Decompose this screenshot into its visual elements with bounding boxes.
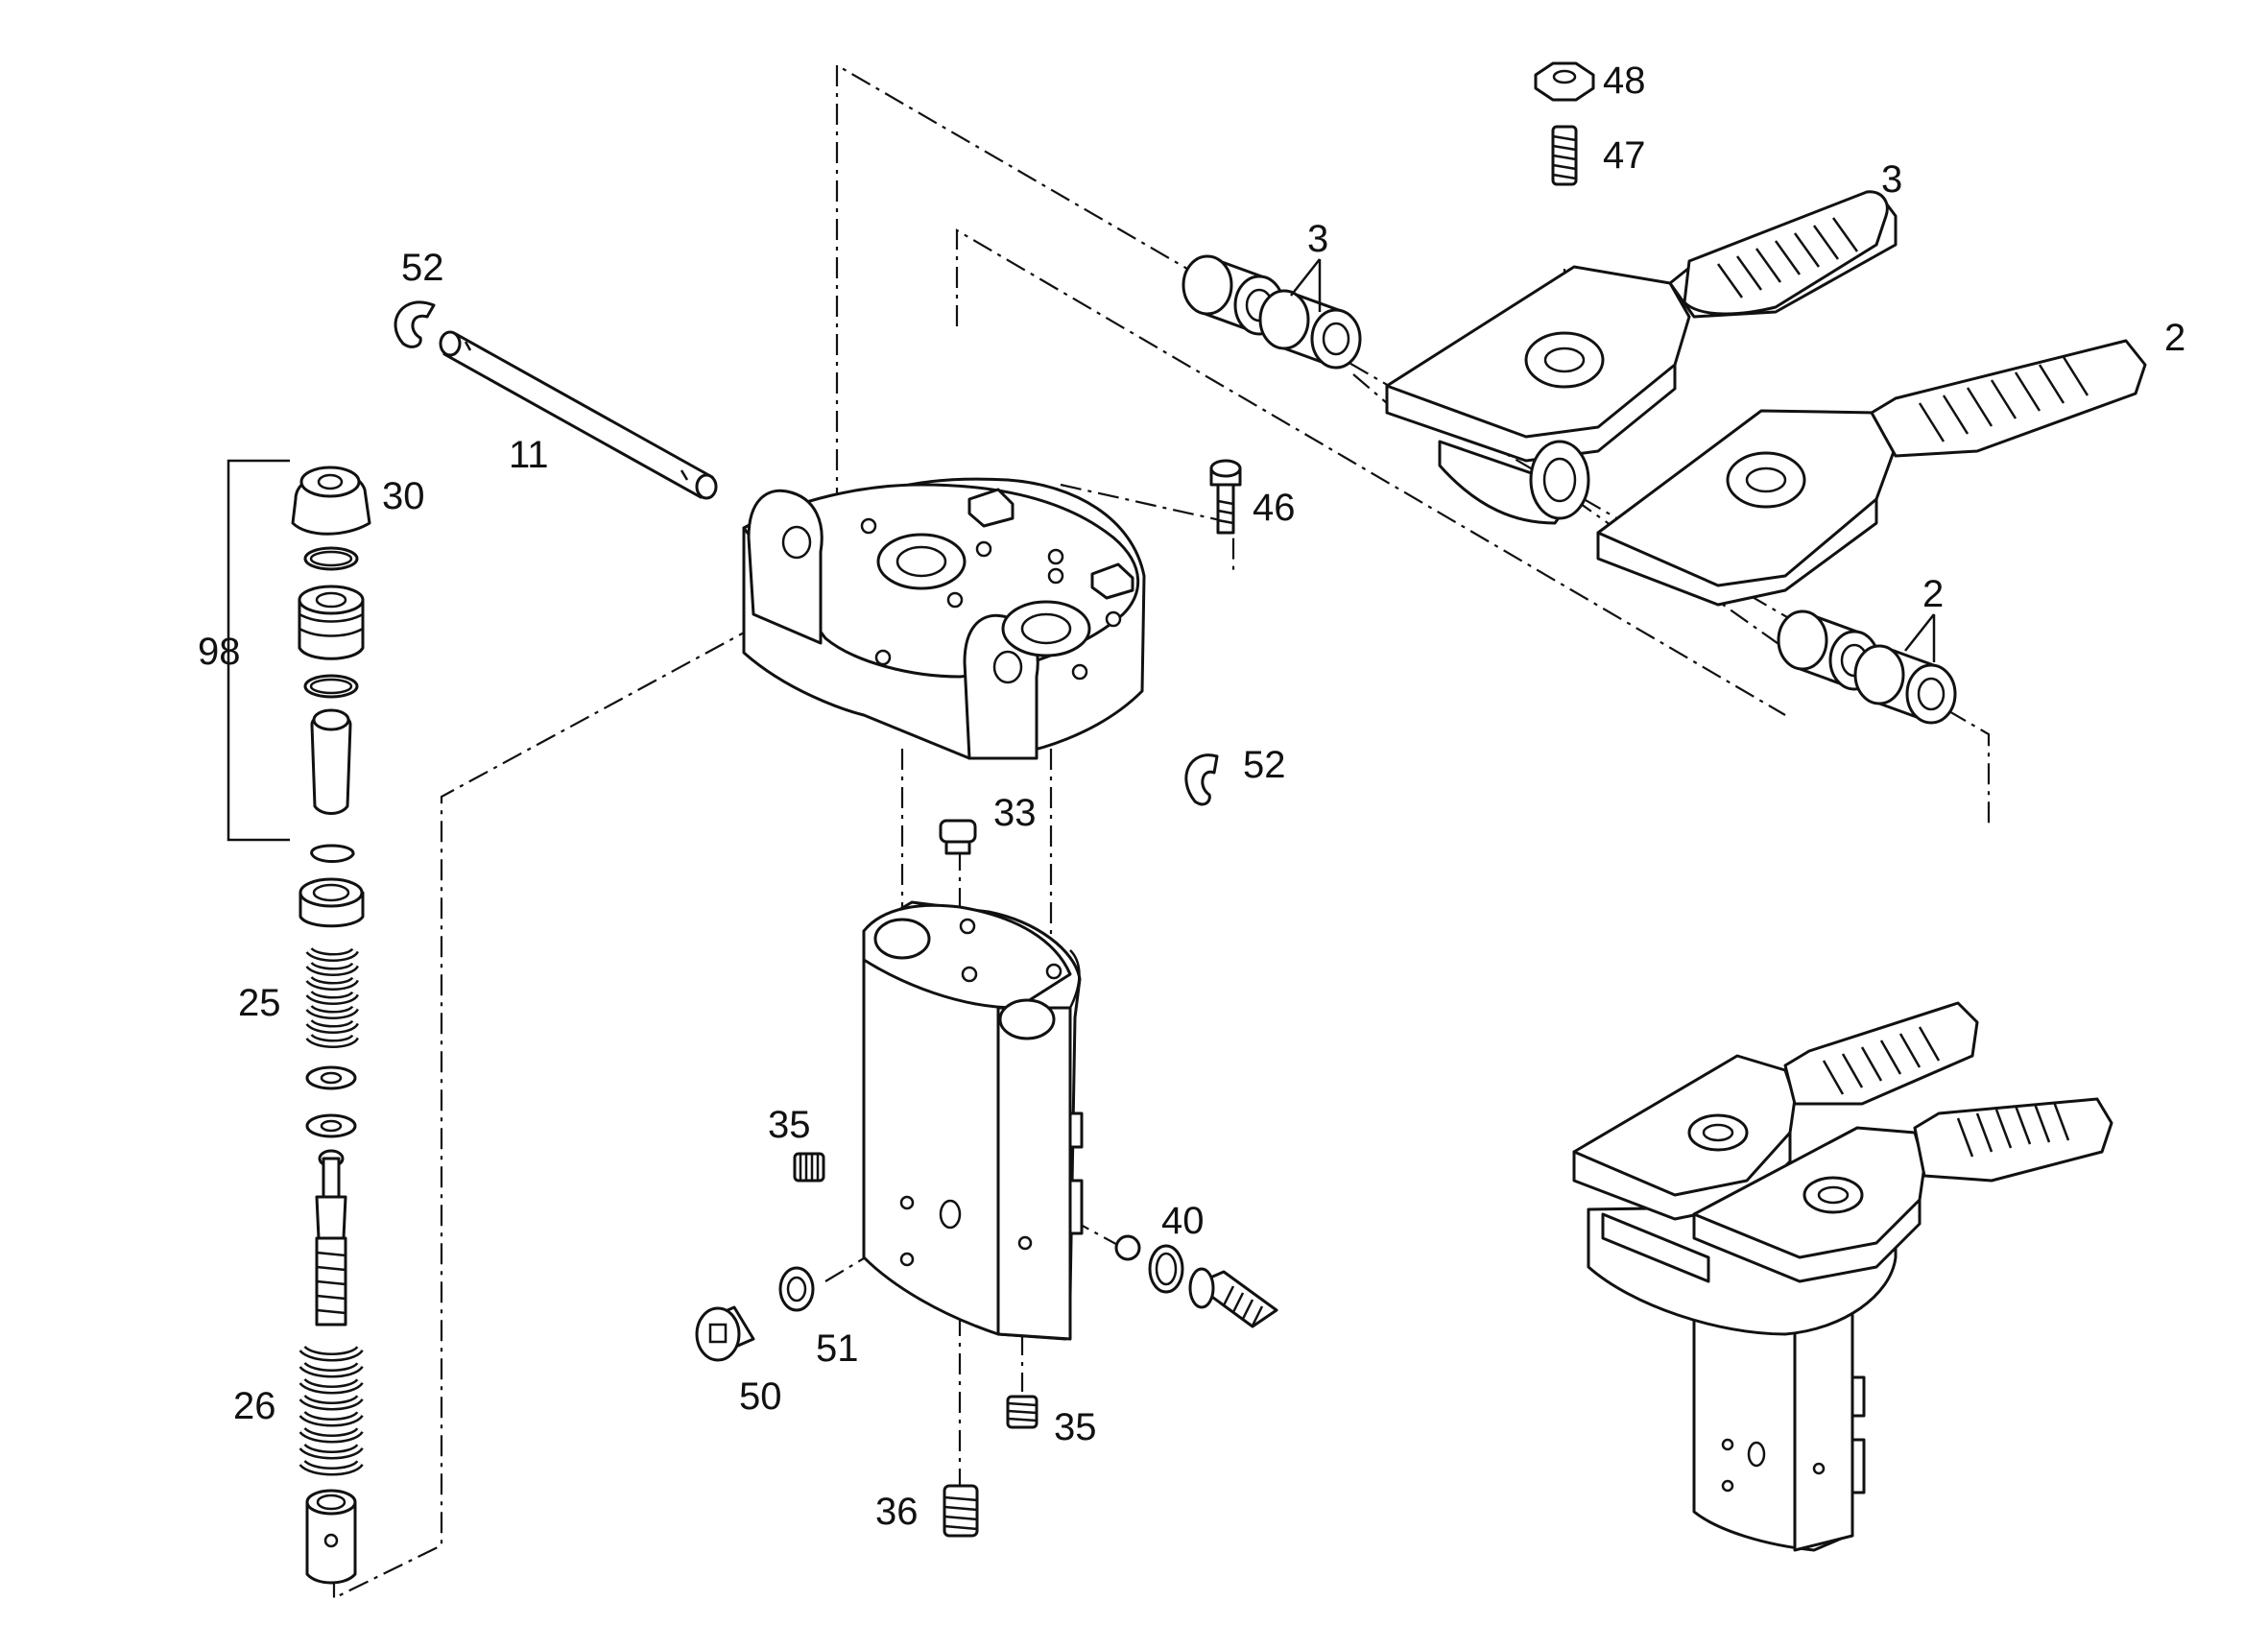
- bushing-3-left: [1182, 254, 1285, 336]
- hollow-screw: [1188, 1267, 1278, 1328]
- callout-46: 46: [1253, 487, 1296, 529]
- callout-51: 51: [816, 1327, 859, 1370]
- callout-40: 40: [1161, 1200, 1205, 1242]
- callout-3-bushing: 3: [1307, 218, 1328, 260]
- callout-2-pedal: 2: [2164, 317, 2185, 359]
- callout-52-top: 52: [401, 247, 444, 289]
- pedal-base-plate: [742, 477, 1146, 760]
- spool-98: [310, 708, 352, 815]
- washer-large: [298, 877, 365, 928]
- callout-3-pedal: 3: [1881, 158, 1902, 201]
- spring-25: [305, 946, 360, 1048]
- circlip-52-bottom: [1184, 753, 1219, 806]
- plug-33: [939, 819, 977, 855]
- stud-47: [1551, 125, 1578, 186]
- plug-36: [943, 1484, 979, 1538]
- pedal-3: [1385, 190, 1898, 525]
- circlip-52-top: [394, 300, 436, 348]
- valve-housing: [862, 900, 1084, 1341]
- washer-1: [305, 1065, 357, 1090]
- callout-26: 26: [233, 1385, 276, 1427]
- callout-2-bushing: 2: [1922, 573, 1944, 615]
- setscrew-35-left: [793, 1152, 825, 1183]
- bolt-46: [1209, 459, 1242, 535]
- callout-52-bottom: 52: [1243, 744, 1286, 786]
- callout-35-bottom: 35: [1054, 1406, 1097, 1448]
- bushing-3-right: [1258, 289, 1362, 370]
- callout-11: 11: [509, 434, 549, 476]
- callout-35-left: 35: [768, 1104, 811, 1146]
- callout-labels: 48 47 3 3 2 2 52 52 11 30 98 46 33 25 35…: [198, 60, 2185, 1533]
- oring-40: [1148, 1244, 1184, 1294]
- callout-36: 36: [875, 1491, 919, 1533]
- assembled-view: [1572, 1001, 2113, 1552]
- oring-lower: [303, 674, 359, 699]
- bottom-sleeve: [305, 1489, 357, 1585]
- oring-upper: [303, 546, 359, 571]
- ball: [1114, 1234, 1141, 1261]
- ring-clip: [310, 844, 355, 863]
- plunger: [315, 1149, 347, 1326]
- washer-2: [305, 1113, 357, 1138]
- leader-lines: [1290, 258, 1936, 662]
- callout-25: 25: [238, 982, 281, 1024]
- sleeve-98: [298, 585, 365, 660]
- spring-26: [298, 1345, 364, 1476]
- callout-98: 98: [198, 631, 241, 673]
- pin-11: [439, 330, 718, 500]
- pedal-2: [1596, 339, 2147, 607]
- cap-30: [291, 466, 371, 536]
- callout-48: 48: [1603, 60, 1646, 102]
- bushing-2-right: [1853, 644, 1957, 725]
- setscrew-35-bottom: [1006, 1395, 1039, 1429]
- bracket-98: [227, 459, 290, 842]
- callout-50: 50: [739, 1375, 782, 1418]
- plug-50: [695, 1305, 755, 1362]
- callout-47: 47: [1603, 134, 1646, 177]
- callout-30: 30: [382, 475, 425, 517]
- seal-51: [778, 1266, 815, 1312]
- callout-33: 33: [993, 792, 1037, 834]
- nut-48: [1534, 61, 1595, 102]
